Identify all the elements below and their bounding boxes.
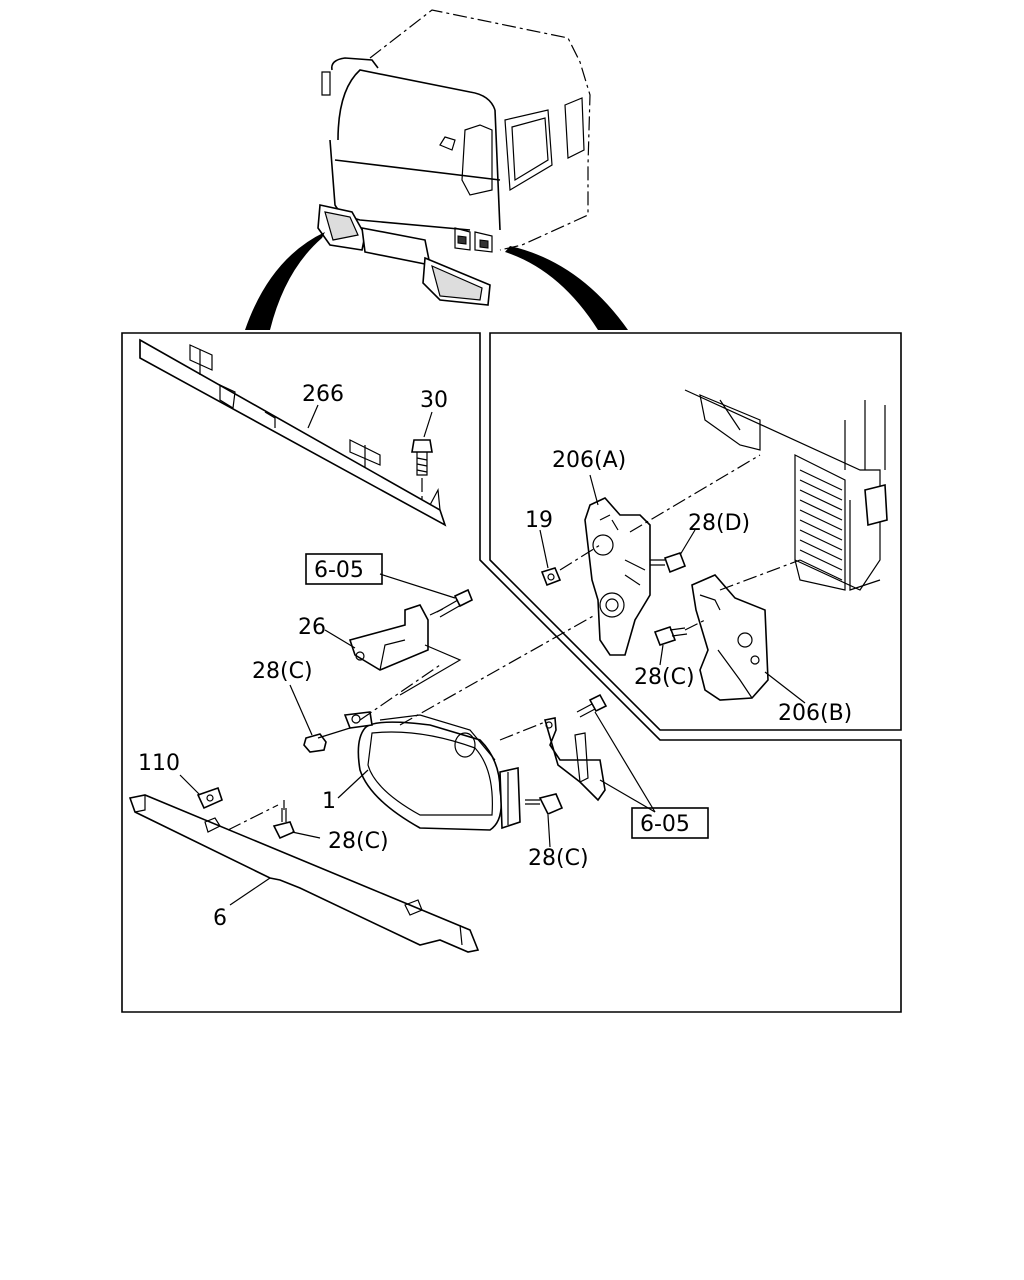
callout-6: 6 [213, 906, 227, 931]
callout-206a: 206(A) [552, 448, 626, 473]
callout-6-05-upper: 6-05 [314, 558, 364, 583]
bracket-206b [684, 559, 801, 701]
nut-19 [540, 567, 562, 587]
bracket-strip-266 [139, 338, 447, 527]
callout-28d: 28(D) [688, 511, 750, 536]
bracket-206a [559, 454, 761, 656]
callout-19: 19 [525, 508, 553, 533]
radiator-assembly [684, 389, 888, 591]
callout-266: 266 [302, 382, 344, 407]
callout-6-05-lower: 6-05 [640, 812, 690, 837]
lamp-bracket-leadline [359, 664, 441, 721]
lamp-inset-leadline [399, 614, 596, 726]
callout-206b: 206(B) [778, 701, 852, 726]
bolt-28d [650, 551, 687, 574]
bracket-26 [348, 604, 462, 696]
bolt-28c-lower-left [227, 800, 296, 840]
callout-28c-left: 28(C) [252, 659, 313, 684]
callout-28c-mid: 28(C) [328, 829, 389, 854]
clip-nut-110 [196, 786, 223, 810]
inset-frame [489, 332, 902, 731]
callout-30: 30 [420, 388, 448, 413]
truck-cab-overview [245, 9, 628, 330]
callout-leaders [179, 404, 806, 906]
callout-6-05-box-lower [631, 807, 709, 839]
callout-6-05-box-upper [305, 553, 383, 585]
callout-110: 110 [138, 751, 180, 776]
bracket-lower-right [499, 693, 608, 802]
callout-26: 26 [298, 615, 326, 640]
bolt-6-05-upper [429, 588, 474, 618]
bolt-28c-lower-center [525, 793, 564, 816]
callout-1: 1 [322, 789, 336, 814]
detail-frame [121, 332, 902, 1013]
fog-lamp-1 [303, 711, 521, 831]
bolt-30 [411, 439, 433, 500]
callout-28c-inset: 28(C) [634, 665, 695, 690]
garnish-trim-6 [128, 794, 480, 953]
bolt-28c-inset [653, 625, 688, 647]
callout-28c-bottom: 28(C) [528, 846, 589, 871]
callout-labels: 266 30 6-05 26 28(C) 110 1 28(C) 6 28(C)… [138, 382, 852, 931]
